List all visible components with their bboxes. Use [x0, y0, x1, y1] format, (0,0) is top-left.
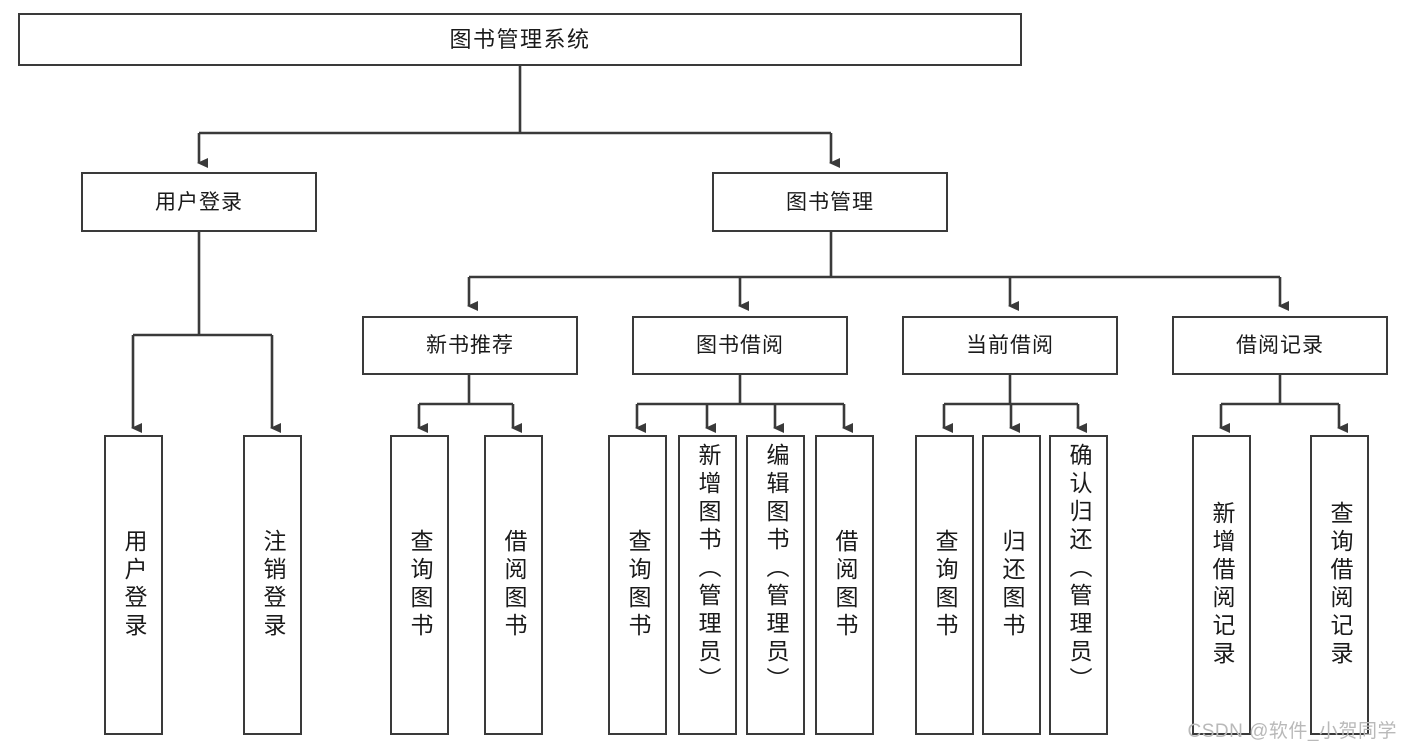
node-label: 编辑图书（管理员）: [763, 443, 789, 695]
node-label: 当前借阅: [966, 334, 1054, 357]
node-label: 用户登录: [121, 529, 147, 641]
node-label: 图书管理系统: [449, 26, 591, 52]
node-label: 借阅记录: [1236, 334, 1324, 357]
leaf-confirm-return-admin[interactable]: 确认归还（管理员）: [1049, 435, 1108, 735]
node-user-login[interactable]: 用户登录: [81, 172, 317, 232]
node-label: 借阅图书: [832, 529, 858, 641]
node-label: 借阅图书: [501, 529, 527, 641]
node-label: 归还图书: [999, 529, 1025, 641]
node-label: 确认归还（管理员）: [1066, 443, 1092, 695]
leaf-query-book-recommend[interactable]: 查询图书: [390, 435, 449, 735]
node-label: 新书推荐: [426, 334, 514, 357]
watermark: CSDN @软件_小贺同学: [1187, 721, 1397, 742]
node-label: 注销登录: [260, 529, 286, 641]
node-label: 图书管理: [786, 190, 874, 214]
leaf-add-borrow-record[interactable]: 新增借阅记录: [1192, 435, 1251, 735]
node-current-borrow[interactable]: 当前借阅: [902, 316, 1118, 375]
leaf-user-login[interactable]: 用户登录: [104, 435, 163, 735]
leaf-query-book-borrow[interactable]: 查询图书: [608, 435, 667, 735]
node-label: 查询图书: [932, 529, 958, 641]
node-label: 新增图书（管理员）: [695, 443, 721, 695]
node-borrow-record[interactable]: 借阅记录: [1172, 316, 1388, 375]
leaf-query-book-current[interactable]: 查询图书: [915, 435, 974, 735]
leaf-borrow-book[interactable]: 借阅图书: [815, 435, 874, 735]
leaf-edit-book-admin[interactable]: 编辑图书（管理员）: [746, 435, 805, 735]
node-label: 查询图书: [625, 529, 651, 641]
leaf-logout[interactable]: 注销登录: [243, 435, 302, 735]
node-label: 查询借阅记录: [1327, 501, 1353, 669]
leaf-add-book-admin[interactable]: 新增图书（管理员）: [678, 435, 737, 735]
leaf-return-book[interactable]: 归还图书: [982, 435, 1041, 735]
node-book-management[interactable]: 图书管理: [712, 172, 948, 232]
node-book-borrow[interactable]: 图书借阅: [632, 316, 848, 375]
node-label: 图书借阅: [696, 334, 784, 357]
leaf-query-borrow-record[interactable]: 查询借阅记录: [1310, 435, 1369, 735]
node-label: 查询图书: [407, 529, 433, 641]
node-label: 新增借阅记录: [1209, 501, 1235, 669]
node-root-book-management-system[interactable]: 图书管理系统: [18, 13, 1022, 66]
node-new-book-recommend[interactable]: 新书推荐: [362, 316, 578, 375]
leaf-borrow-book-recommend[interactable]: 借阅图书: [484, 435, 543, 735]
node-label: 用户登录: [155, 190, 243, 214]
